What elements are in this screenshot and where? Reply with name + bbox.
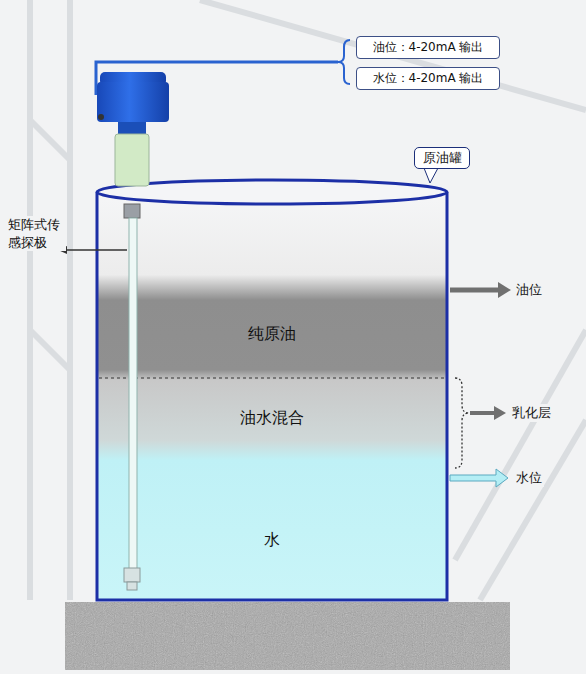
level-label: 油位 xyxy=(514,281,544,299)
liquid-layer: 水 xyxy=(99,460,445,620)
tank-contents xyxy=(97,192,447,600)
concrete-base xyxy=(65,602,510,670)
layer-name: 油水混合 xyxy=(240,408,304,427)
liquid-layer: 油水混合 xyxy=(99,380,445,455)
emulsion-brace xyxy=(455,378,469,468)
level-label: 水位 xyxy=(514,469,544,487)
layer-name: 纯原油 xyxy=(248,324,296,343)
probe-mount xyxy=(115,134,149,186)
output-brace xyxy=(338,40,350,84)
output-box: 油位：4-20mA 输出 xyxy=(356,36,500,59)
sensor-head xyxy=(97,82,169,122)
granite-texture xyxy=(65,602,510,670)
cable-gland xyxy=(98,114,104,120)
emulsion-arrow xyxy=(470,411,496,415)
probe-tip xyxy=(127,582,137,590)
liquid-layer: 纯原油 xyxy=(99,290,445,378)
layer-name: 水 xyxy=(264,530,280,549)
level-label: 乳化层 xyxy=(510,404,553,422)
callout-box: 原油罐 xyxy=(414,147,470,169)
callout-tail xyxy=(424,168,438,183)
background-structure xyxy=(30,0,586,600)
sensor-neck xyxy=(118,122,146,134)
box-text: 油位：4-20mA 输出 xyxy=(373,40,484,54)
tank-wall xyxy=(97,192,447,600)
probe-nut xyxy=(124,204,140,218)
leader-line xyxy=(64,249,127,251)
box-text: 原油罐 xyxy=(423,150,462,166)
probe-label: 矩阵式传 感探极 xyxy=(6,216,66,251)
interface-line xyxy=(99,378,445,379)
probe-rod xyxy=(129,218,137,570)
arrow-head xyxy=(494,406,506,420)
probe-tip-nut xyxy=(124,568,140,582)
oil-level-arrow xyxy=(450,288,500,293)
box-text: 水位：4-20mA 输出 xyxy=(373,71,484,85)
water-level-arrow xyxy=(450,469,508,487)
output-box: 水位：4-20mA 输出 xyxy=(356,67,500,90)
arrow-head xyxy=(498,282,511,298)
tank-top xyxy=(97,180,447,204)
